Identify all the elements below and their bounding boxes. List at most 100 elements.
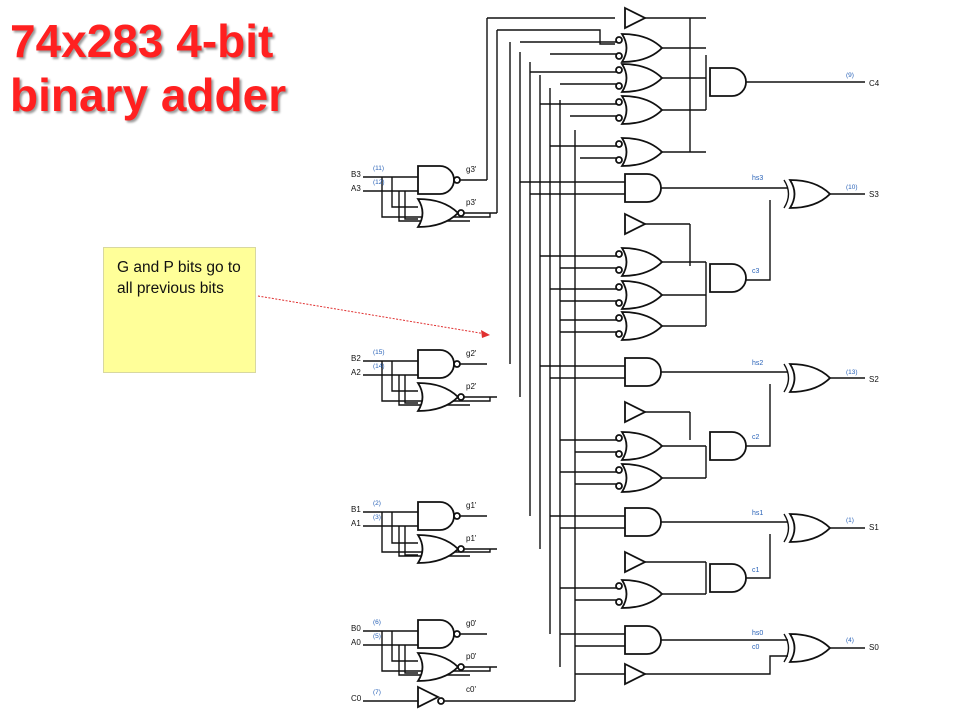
nor-gate-p0 bbox=[417, 652, 465, 682]
signal-hs0: hs0 bbox=[752, 630, 763, 637]
wire bbox=[391, 361, 418, 392]
callout-arrowhead bbox=[481, 330, 490, 338]
signal-p2: p2' bbox=[466, 382, 477, 391]
and-gate-hs3 bbox=[624, 173, 662, 203]
signal-g1: g1' bbox=[466, 501, 477, 510]
or-gate bbox=[615, 247, 663, 277]
signal-c3: c3 bbox=[752, 268, 760, 275]
nand-gate-g0 bbox=[417, 619, 461, 649]
signal-p0: p0' bbox=[466, 652, 477, 661]
nor-gate-p2 bbox=[417, 382, 465, 412]
input-pin-b1: (2) bbox=[373, 500, 381, 507]
input-label-a2: A2 bbox=[351, 368, 361, 377]
and-gate-c3 bbox=[709, 263, 747, 293]
buffer-gate bbox=[624, 401, 646, 423]
output-pin-s1: (1) bbox=[846, 517, 854, 524]
or-gate bbox=[615, 280, 663, 310]
wire bbox=[391, 177, 418, 208]
not-gate-c0 bbox=[417, 686, 445, 708]
or-gate bbox=[615, 431, 663, 461]
output-pin-c4: (9) bbox=[846, 72, 854, 79]
signal-hs2: hs2 bbox=[752, 360, 763, 367]
xor-gate-s3 bbox=[783, 179, 831, 209]
input-pin-a2: (14) bbox=[373, 363, 385, 370]
input-label-b2: B2 bbox=[351, 354, 361, 363]
or-gate bbox=[615, 579, 663, 609]
wire bbox=[404, 526, 418, 556]
input-pin-a1: (3) bbox=[373, 514, 381, 521]
nor-gate-p1 bbox=[417, 534, 465, 564]
output-label-s0: S0 bbox=[869, 643, 879, 652]
and-gate-c2 bbox=[709, 431, 747, 461]
signal-p1: p1' bbox=[466, 534, 477, 543]
input-pin-b3: (11) bbox=[373, 165, 384, 172]
or-gate bbox=[615, 137, 663, 167]
output-label-c4: C4 bbox=[869, 79, 880, 88]
input-pin-a3: (12) bbox=[373, 179, 385, 186]
or-gate bbox=[615, 33, 663, 63]
signal-p3: p3' bbox=[466, 198, 477, 207]
output-label-s1: S1 bbox=[869, 523, 879, 532]
and-gate-hs1 bbox=[624, 507, 662, 537]
or-gate bbox=[615, 95, 663, 125]
wire bbox=[391, 631, 418, 662]
input-label-b3: B3 bbox=[351, 170, 361, 179]
input-label-b1: B1 bbox=[351, 505, 361, 514]
input-label-c0: C0 bbox=[351, 694, 362, 703]
input-pin-c0: (7) bbox=[373, 689, 381, 696]
callout-box: G and P bits go to all previous bits bbox=[103, 247, 256, 373]
input-pin-b2: (15) bbox=[373, 349, 385, 356]
input-pin-a0: (5) bbox=[373, 633, 381, 640]
nor-gate-p3 bbox=[417, 198, 465, 228]
xor-gate-s2 bbox=[783, 363, 831, 393]
xor-gate-s0 bbox=[783, 633, 831, 663]
signal-hs3: hs3 bbox=[752, 175, 763, 182]
signal-hs1: hs1 bbox=[752, 510, 763, 517]
and-gate-hs0 bbox=[624, 625, 662, 655]
gate-layer bbox=[417, 7, 831, 708]
wire bbox=[391, 512, 418, 544]
wire bbox=[404, 191, 418, 220]
input-label-a0: A0 bbox=[351, 638, 361, 647]
buffer-gate bbox=[624, 213, 646, 235]
nand-gate-g1 bbox=[417, 501, 461, 531]
buffer-gate bbox=[624, 7, 646, 29]
nand-gate-g2 bbox=[417, 349, 461, 379]
or-gate bbox=[615, 63, 663, 93]
wire bbox=[404, 645, 418, 674]
signal-c0: c0 bbox=[752, 644, 760, 651]
signal-c1: c1 bbox=[752, 567, 760, 574]
signal-g3: g3' bbox=[466, 165, 477, 174]
and-gate-c4 bbox=[709, 67, 747, 97]
signal-g0: g0' bbox=[466, 619, 477, 628]
callout-arrow bbox=[257, 295, 487, 335]
or-gate bbox=[615, 463, 663, 493]
output-pin-s3: (10) bbox=[846, 184, 858, 191]
wire bbox=[404, 375, 418, 404]
output-label-s3: S3 bbox=[869, 190, 879, 199]
signal-g2: g2' bbox=[466, 349, 477, 358]
title-line-2: binary adder bbox=[10, 69, 287, 121]
wire-layer bbox=[363, 17, 865, 702]
buffer-gate-c0 bbox=[624, 663, 646, 685]
input-pin-b0: (6) bbox=[373, 619, 381, 626]
slide-title: 74x283 4-bit binary adder bbox=[10, 14, 286, 122]
output-pin-s2: (13) bbox=[846, 369, 858, 376]
xor-gate-s1 bbox=[783, 513, 831, 543]
input-label-a1: A1 bbox=[351, 519, 361, 528]
title-line-1: 74x283 4-bit bbox=[10, 15, 274, 67]
signal-c2: c2 bbox=[752, 434, 760, 441]
input-label-b0: B0 bbox=[351, 624, 361, 633]
buffer-gate bbox=[624, 551, 646, 573]
and-gate-hs2 bbox=[624, 357, 662, 387]
output-pin-s0: (4) bbox=[846, 637, 854, 644]
wire bbox=[745, 534, 771, 579]
and-gate-c1 bbox=[709, 563, 747, 593]
wire bbox=[645, 655, 788, 675]
output-label-s2: S2 bbox=[869, 375, 879, 384]
or-gate bbox=[615, 311, 663, 341]
wire bbox=[745, 200, 771, 281]
nand-gate-g3 bbox=[417, 165, 461, 195]
wire bbox=[745, 384, 771, 447]
